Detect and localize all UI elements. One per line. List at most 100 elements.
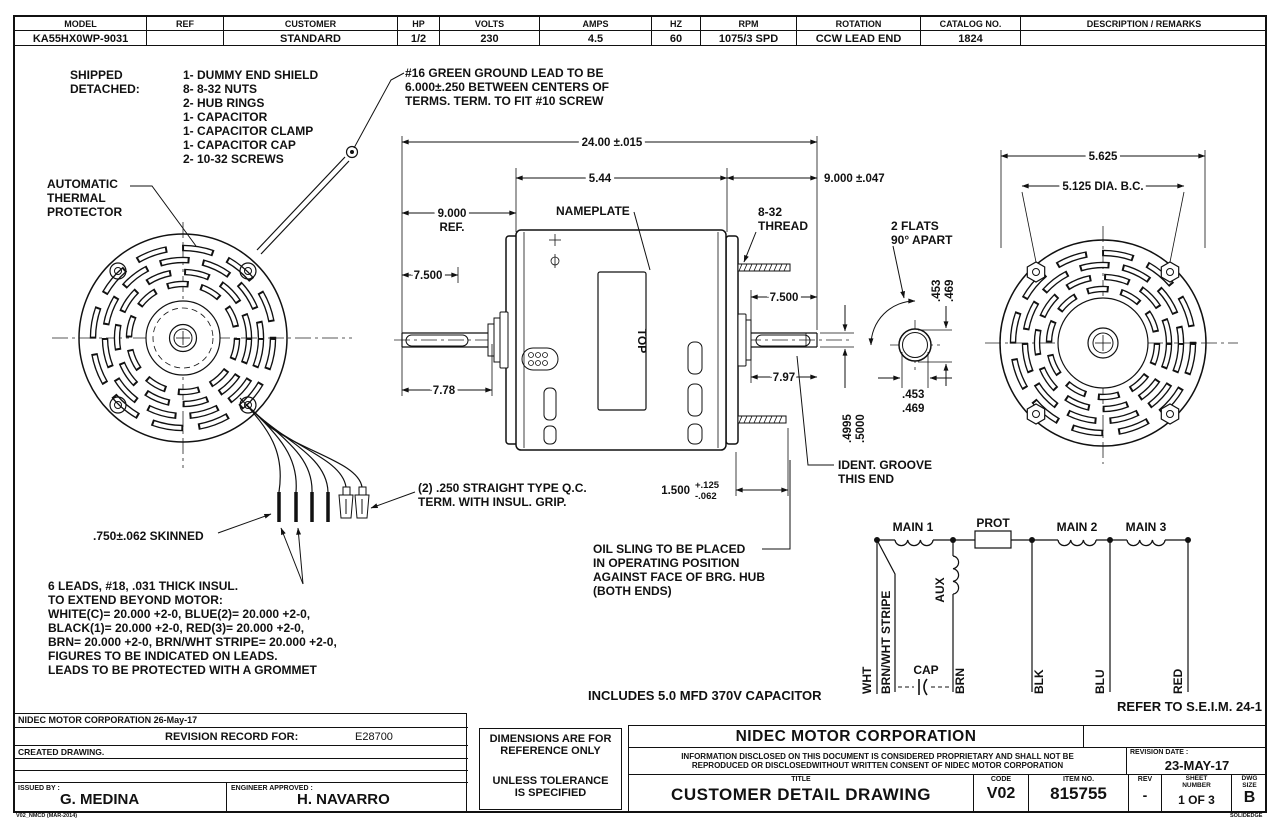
table-header: ROTATION: [796, 17, 920, 31]
body-vent-slot: [687, 341, 703, 375]
note-line: (2) .250 STRAIGHT TYPE Q.C.: [418, 481, 587, 495]
note-line: 1- CAPACITOR: [183, 110, 268, 124]
table-header: CUSTOMER: [223, 17, 397, 31]
coil-main2: [1057, 539, 1097, 547]
wire-brnwht: [876, 539, 896, 692]
dim-453: .453: [931, 280, 943, 302]
mounting-stud-bottom: [737, 415, 787, 424]
note-line: 2- HUB RINGS: [183, 96, 264, 110]
main1-label: MAIN 1: [893, 520, 934, 534]
body-vent-slot: [687, 423, 703, 445]
note-line: FIGURES TO BE INDICATED ON LEADS.: [48, 649, 278, 663]
lead-wires: [239, 397, 370, 522]
lead-wire: [239, 397, 281, 493]
note-line: PROTECTOR: [47, 205, 122, 219]
remarks-value: [1020, 31, 1267, 46]
dwg-label: SIZE: [1242, 781, 1257, 789]
dim-2400: 24.00 ±.015: [582, 137, 643, 149]
dim-778: 7.78: [433, 385, 456, 397]
qc-terminal-note: (2) .250 STRAIGHT TYPE Q.C. TERM. WITH I…: [370, 481, 587, 509]
bolt-hole: [109, 262, 127, 280]
main2-label: MAIN 2: [1057, 520, 1098, 534]
note-line: IN OPERATING POSITION: [593, 556, 739, 570]
bolt-hole: [244, 267, 252, 275]
rev-label: REV: [1137, 776, 1153, 783]
leader-line: [130, 185, 197, 247]
code-value: V02: [986, 785, 1016, 802]
note-line: .750±.062 SKINNED: [93, 529, 204, 543]
vent-slots: [103, 258, 263, 418]
brnwht-label: BRN/WHT STRIPE: [879, 591, 893, 694]
revision-record-value: E28700: [355, 731, 393, 743]
leader-line: [633, 211, 651, 271]
note-line: LEADS TO BE PROTECTED WITH A GROMMET: [48, 663, 318, 677]
dim-1500-plus: +.125: [695, 480, 720, 491]
flats-label: 90° APART: [891, 233, 953, 247]
note-line: WHITE(C)= 20.000 +2-0, BLUE(2)= 20.000 +…: [48, 607, 310, 621]
ground-lead-note: #16 GREEN GROUND LEAD TO BE 6.000±.250 B…: [256, 66, 609, 255]
dwg-label: DWG: [1241, 775, 1258, 782]
note-line: 1- CAPACITOR CLAMP: [183, 124, 313, 138]
note-line: AUTOMATIC: [47, 177, 118, 191]
tol-note: UNLESS TOLERANCE: [492, 775, 609, 787]
vent-slots: [89, 244, 277, 432]
dims-note: DIMENSIONS ARE FOR: [489, 733, 612, 745]
note-line: 2- 10-32 SCREWS: [183, 152, 284, 166]
item-cell: ITEM NO. 815755: [1028, 775, 1128, 813]
leads-note: 6 LEADS, #18, .031 THICK INSUL. TO EXTEN…: [48, 527, 337, 677]
bolt-hole: [239, 396, 257, 414]
issued-by-label: ISSUED BY :: [18, 785, 60, 792]
dim-453b: .453: [902, 389, 924, 401]
revision-record-row: REVISION RECORD FOR: E28700: [15, 727, 468, 745]
side-view: TOP NAMEPLATE: [394, 204, 852, 451]
hex-nut: [1160, 261, 1180, 283]
leader-line: [892, 245, 906, 299]
aux-label: AUX: [933, 577, 947, 602]
table-header: VOLTS: [439, 17, 539, 31]
note-line: OIL SLING TO BE PLACED: [593, 542, 746, 556]
shipped-detached-note: SHIPPED DETACHED: 1- DUMMY END SHIELD 8-…: [70, 68, 318, 166]
dim-9000-tol: 9.000 ±.047: [824, 173, 885, 185]
mounting-stud-top: [737, 263, 791, 272]
note-line: BLACK(1)= 20.000 +2-0, RED(3)= 20.000 +2…: [48, 621, 304, 635]
dim-5125: 5.125 DIA. B.C.: [1062, 181, 1143, 193]
blu-label: BLU: [1093, 669, 1107, 694]
revision-date-cell: REVISION DATE : 23-MAY-17: [1126, 748, 1267, 775]
created-label: CREATED DRAWING.: [18, 747, 105, 757]
thread-label: THREAD: [758, 219, 808, 233]
dwg-value: B: [1243, 789, 1256, 806]
proprietary-line: REPRODUCED OR DISCLOSEDWITHOUT WRITTEN C…: [691, 761, 1064, 770]
dim-7500-right: 7.500: [770, 292, 799, 304]
item-label: ITEM NO.: [1062, 776, 1095, 783]
refer-note: REFER TO S.E.I.M. 24-1: [1117, 699, 1262, 714]
shaft-circle: [168, 323, 198, 353]
blk-label: BLK: [1032, 669, 1046, 694]
shaft-circle: [173, 328, 193, 348]
note-line: (BOTH ENDS): [593, 584, 672, 598]
oil-sling-note: OIL SLING TO BE PLACED IN OPERATING POSI…: [593, 460, 791, 598]
header-empty-cell: [1083, 726, 1267, 748]
skinned-note: .750±.062 SKINNED: [93, 513, 272, 543]
bearing-hub: [493, 317, 501, 363]
end-shield-outline: [78, 233, 288, 443]
qc-terminal: [338, 486, 354, 519]
table-header: REF: [146, 17, 223, 31]
bearing-hub: [499, 311, 509, 369]
dim-544: 5.44: [589, 173, 612, 185]
leader-line: [743, 231, 757, 263]
bolt-hole: [244, 401, 252, 409]
table-header: RPM: [700, 17, 796, 31]
note-line: IDENT. GROOVE: [838, 458, 932, 472]
note-line: BRN= 20.000 +2-0, BRN/WHT STRIPE= 20.000…: [48, 635, 337, 649]
wht-label: WHT: [860, 666, 874, 694]
dim-469: .469: [944, 280, 956, 302]
note-line: TO EXTEND BEYOND MOTOR:: [48, 593, 223, 607]
note-line: THERMAL: [47, 191, 106, 205]
cap-label: CAP: [913, 663, 938, 677]
note-line: 1- CAPACITOR CAP: [183, 138, 296, 152]
shaft-detail: 2 FLATS 90° APART .453 .469 .453 .469: [868, 219, 956, 415]
note-line: THIS END: [838, 472, 894, 486]
bolt-hole: [114, 401, 122, 409]
table-header: AMPS: [539, 17, 651, 31]
